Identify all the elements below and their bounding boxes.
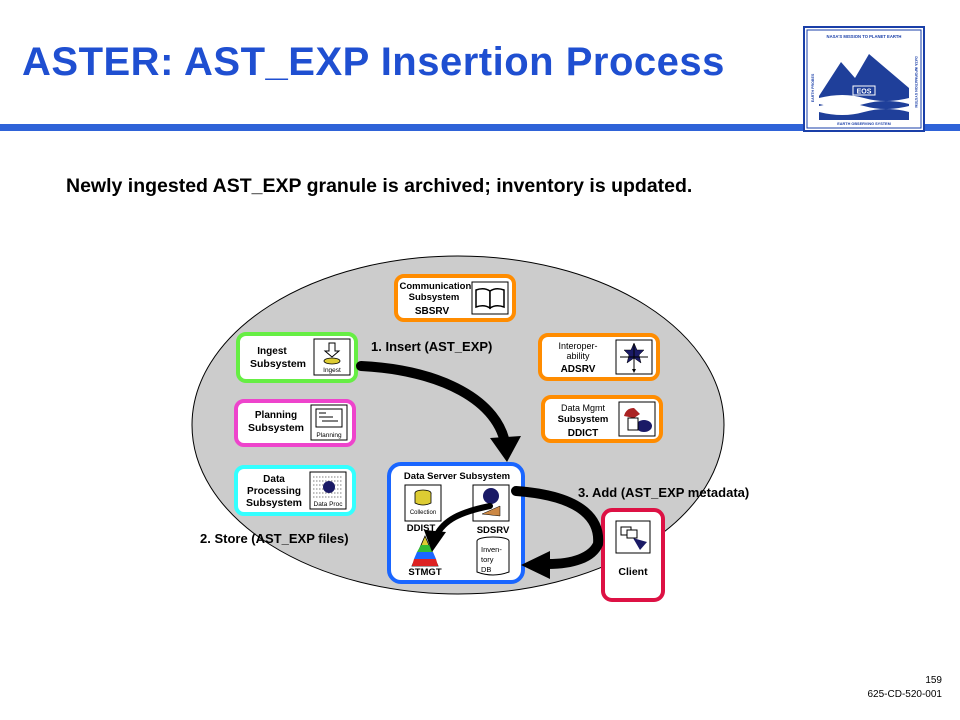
data-processing-icon: Data Proc [309, 471, 347, 510]
arrow-store [424, 503, 493, 552]
client-label: Client [618, 566, 648, 578]
ingest-icon-label: Ingest [323, 367, 341, 374]
communications-label-2: Subsystem [409, 292, 460, 303]
client[interactable]: Client [601, 508, 665, 602]
page-number: 159 [925, 675, 942, 686]
ingest-label-1: Ingest [257, 346, 287, 357]
step3-label: 3. Add (AST_EXP metadata) [578, 485, 749, 500]
logo-bottom-text: EARTH OBSERVING SYSTEM [837, 122, 891, 126]
dataproc-label-2: Processing [247, 486, 301, 497]
inventory-label-2: tory [481, 555, 494, 564]
interop-label-1: Interoper- [558, 341, 597, 351]
arrow-add-metadata [511, 486, 604, 579]
communications-label-1: Communications [399, 281, 476, 292]
ingest-subsystem[interactable]: Ingest Subsystem Ingest [236, 332, 358, 383]
datamgmt-label-2: Subsystem [558, 414, 609, 425]
step2-label: 2. Store (AST_EXP files) [200, 531, 349, 546]
interoperability-subsystem[interactable]: Interoper- ability ADSRV [538, 333, 660, 381]
inventory-label-3: DB [481, 565, 491, 574]
datamgmt-label-3: DDICT [568, 428, 599, 439]
inventory-db-icon: Inven- tory DB [476, 536, 510, 576]
eos-logo: NASA'S MISSION TO PLANET EARTH EARTH PRO… [803, 26, 925, 132]
planning-subsystem[interactable]: Planning Subsystem Planning [234, 399, 356, 447]
sdsrv-label: SDSRV [477, 525, 510, 536]
interop-label-3: ADSRV [561, 364, 596, 375]
data-mgmt-icon [618, 401, 656, 437]
inventory-label-1: Inven- [481, 545, 502, 554]
dataproc-icon-label: Data Proc [314, 501, 344, 508]
collection-icon: Collection [404, 484, 442, 522]
collection-label: Collection [410, 510, 436, 516]
data-server-subsystem[interactable]: Data Server Subsystem Collection DDIST S… [387, 462, 525, 584]
subtitle: Newly ingested AST_EXP granule is archiv… [66, 175, 693, 197]
communications-label-3: SBSRV [415, 306, 450, 317]
dataproc-label-3: Subsystem [246, 497, 302, 509]
title-divider [0, 124, 960, 131]
ddist-label: DDIST [407, 523, 436, 534]
book-icon [471, 281, 509, 315]
ingest-label-2: Subsystem [250, 358, 306, 370]
logo-top-text: NASA'S MISSION TO PLANET EARTH [827, 34, 902, 39]
arrow-insert [356, 361, 521, 462]
dataproc-label-1: Data [263, 474, 285, 485]
stmgt-label: STMGT [408, 567, 441, 578]
network-icon [615, 339, 653, 375]
interop-label-2: ability [566, 351, 590, 361]
document-id: 625-CD-520-001 [867, 689, 943, 700]
stmgt-pyramid-icon [411, 534, 439, 567]
planning-icon: Planning [310, 404, 348, 441]
client-icon [615, 520, 651, 554]
ingest-icon: Ingest [313, 338, 351, 376]
sdsrv-icon [472, 484, 510, 522]
page-title: ASTER: AST_EXP Insertion Process [22, 40, 725, 84]
planning-label-1: Planning [255, 410, 297, 421]
datamgmt-label-1: Data Mgmt [561, 403, 606, 413]
communications-subsystem[interactable]: Communications Subsystem SBSRV [394, 274, 516, 322]
planning-label-2: Subsystem [248, 422, 304, 434]
data-processing-subsystem[interactable]: Data Processing Subsystem Data Proc [234, 465, 356, 516]
planning-icon-label: Planning [316, 432, 342, 439]
data-server-title: Data Server Subsystem [404, 471, 510, 482]
logo-side-left: EARTH PROBES [811, 73, 815, 102]
step1-label: 1. Insert (AST_EXP) [371, 339, 492, 354]
data-mgmt-subsystem[interactable]: Data Mgmt Subsystem DDICT [541, 395, 663, 443]
logo-side-right: DATA INFORMATION SYSTEM [914, 56, 918, 107]
logo-badge: EOS [857, 89, 872, 96]
